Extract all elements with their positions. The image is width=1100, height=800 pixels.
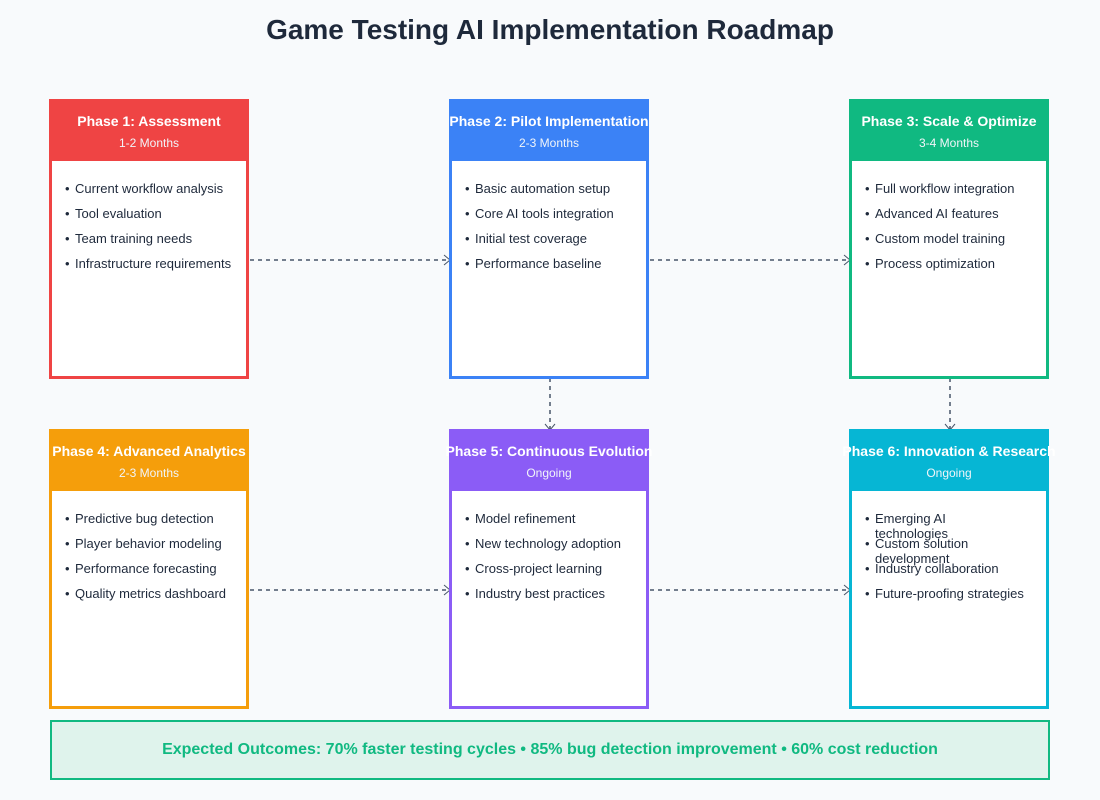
phase-title: Phase 1: Assessment <box>77 113 221 129</box>
phase-duration: 1-2 Months <box>118 136 180 150</box>
phase-duration: 3-4 Months <box>918 136 980 150</box>
phase-duration: 2-3 Months <box>518 136 580 150</box>
phase-card-1: Phase 1: Assessment 1-2 Months •Current … <box>49 99 249 379</box>
phase-card-4: Phase 4: Advanced Analytics 2-3 Months •… <box>49 429 249 709</box>
phase-card-3: Phase 3: Scale & Optimize 3-4 Months •Fu… <box>849 99 1049 379</box>
phase-card-6: Phase 6: Innovation & Research Ongoing •… <box>842 429 1056 709</box>
phase-header-3: Phase 3: Scale & Optimize 3-4 Months <box>852 102 1046 161</box>
phase-header-5: Phase 5: Continuous Evolution Ongoing <box>446 432 652 491</box>
phase-title: Phase 6: Innovation & Research <box>842 443 1056 459</box>
phase-duration: Ongoing <box>926 466 972 480</box>
phase-title: Phase 3: Scale & Optimize <box>861 113 1037 129</box>
phase-title: Phase 5: Continuous Evolution <box>445 443 653 459</box>
phase-header-4: Phase 4: Advanced Analytics 2-3 Months <box>52 432 246 491</box>
phase-header-2: Phase 2: Pilot Implementation 2-3 Months <box>449 102 649 161</box>
phase-card-2: Phase 2: Pilot Implementation 2-3 Months… <box>449 99 649 379</box>
phase-title: Phase 4: Advanced Analytics <box>52 443 246 459</box>
outcomes-text: Expected Outcomes: 70% faster testing cy… <box>162 741 938 758</box>
expected-outcomes-banner: Expected Outcomes: 70% faster testing cy… <box>50 720 1050 780</box>
phase-card-5: Phase 5: Continuous Evolution Ongoing •M… <box>446 429 652 709</box>
phase-title: Phase 2: Pilot Implementation <box>449 113 649 129</box>
phase-header-1: Phase 1: Assessment 1-2 Months <box>52 102 246 161</box>
phase-duration: 2-3 Months <box>118 466 180 480</box>
phase-header-6: Phase 6: Innovation & Research Ongoing <box>842 432 1056 491</box>
page-title: Game Testing AI Implementation Roadmap <box>266 14 834 45</box>
phase-duration: Ongoing <box>526 466 572 480</box>
